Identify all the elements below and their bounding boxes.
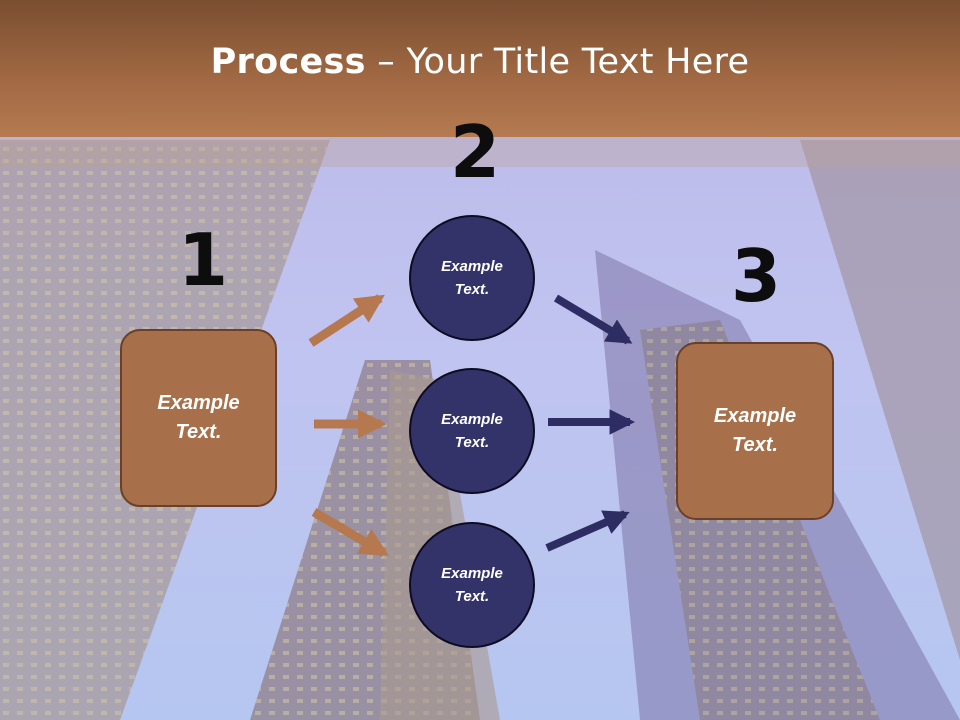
process-circle-bottom-line1: Example xyxy=(441,565,503,582)
process-box-right-line1: Example xyxy=(713,405,797,427)
step-number-3: 3 xyxy=(731,234,782,318)
arrow-box1-to-circle-bottom xyxy=(311,508,389,557)
process-box-right-text: Example Text. xyxy=(714,402,796,460)
process-circle-top-line1: Example xyxy=(441,258,503,275)
process-box-left: Example Text. xyxy=(120,329,277,507)
process-box-left-line2: Text. xyxy=(175,421,222,443)
arrow-circle-bottom-to-box3 xyxy=(545,510,630,552)
arrow-box1-to-circle-top xyxy=(308,294,385,347)
process-circle-top: Example Text. xyxy=(409,215,535,341)
slide-title: Process – Your Title Text Here xyxy=(211,42,750,82)
process-circle-top-text: Example Text. xyxy=(441,255,503,301)
title-bold: Process xyxy=(210,41,366,82)
process-circle-bottom-text: Example Text. xyxy=(441,562,503,608)
process-circle-middle: Example Text. xyxy=(409,368,535,494)
process-box-right: Example Text. xyxy=(676,342,834,520)
process-circle-top-line2: Text. xyxy=(454,281,490,298)
arrow-circle-top-to-box3 xyxy=(553,294,633,345)
process-box-right-line2: Text. xyxy=(732,434,778,456)
process-circle-middle-text: Example Text. xyxy=(441,408,503,454)
process-circle-bottom-line2: Text. xyxy=(454,588,490,605)
step-number-1: 1 xyxy=(178,218,229,302)
title-dash: – xyxy=(365,41,407,82)
process-circle-middle-line1: Example xyxy=(441,411,503,428)
process-circle-bottom: Example Text. xyxy=(409,522,535,648)
process-box-left-text: Example Text. xyxy=(157,389,239,447)
title-bar: Process – Your Title Text Here xyxy=(0,0,960,137)
step-number-2: 2 xyxy=(450,110,501,194)
title-rest: Your Title Text Here xyxy=(406,41,750,82)
process-box-left-line1: Example xyxy=(157,392,240,414)
title-shadow-band xyxy=(0,137,960,167)
process-circle-middle-line2: Text. xyxy=(454,434,490,451)
